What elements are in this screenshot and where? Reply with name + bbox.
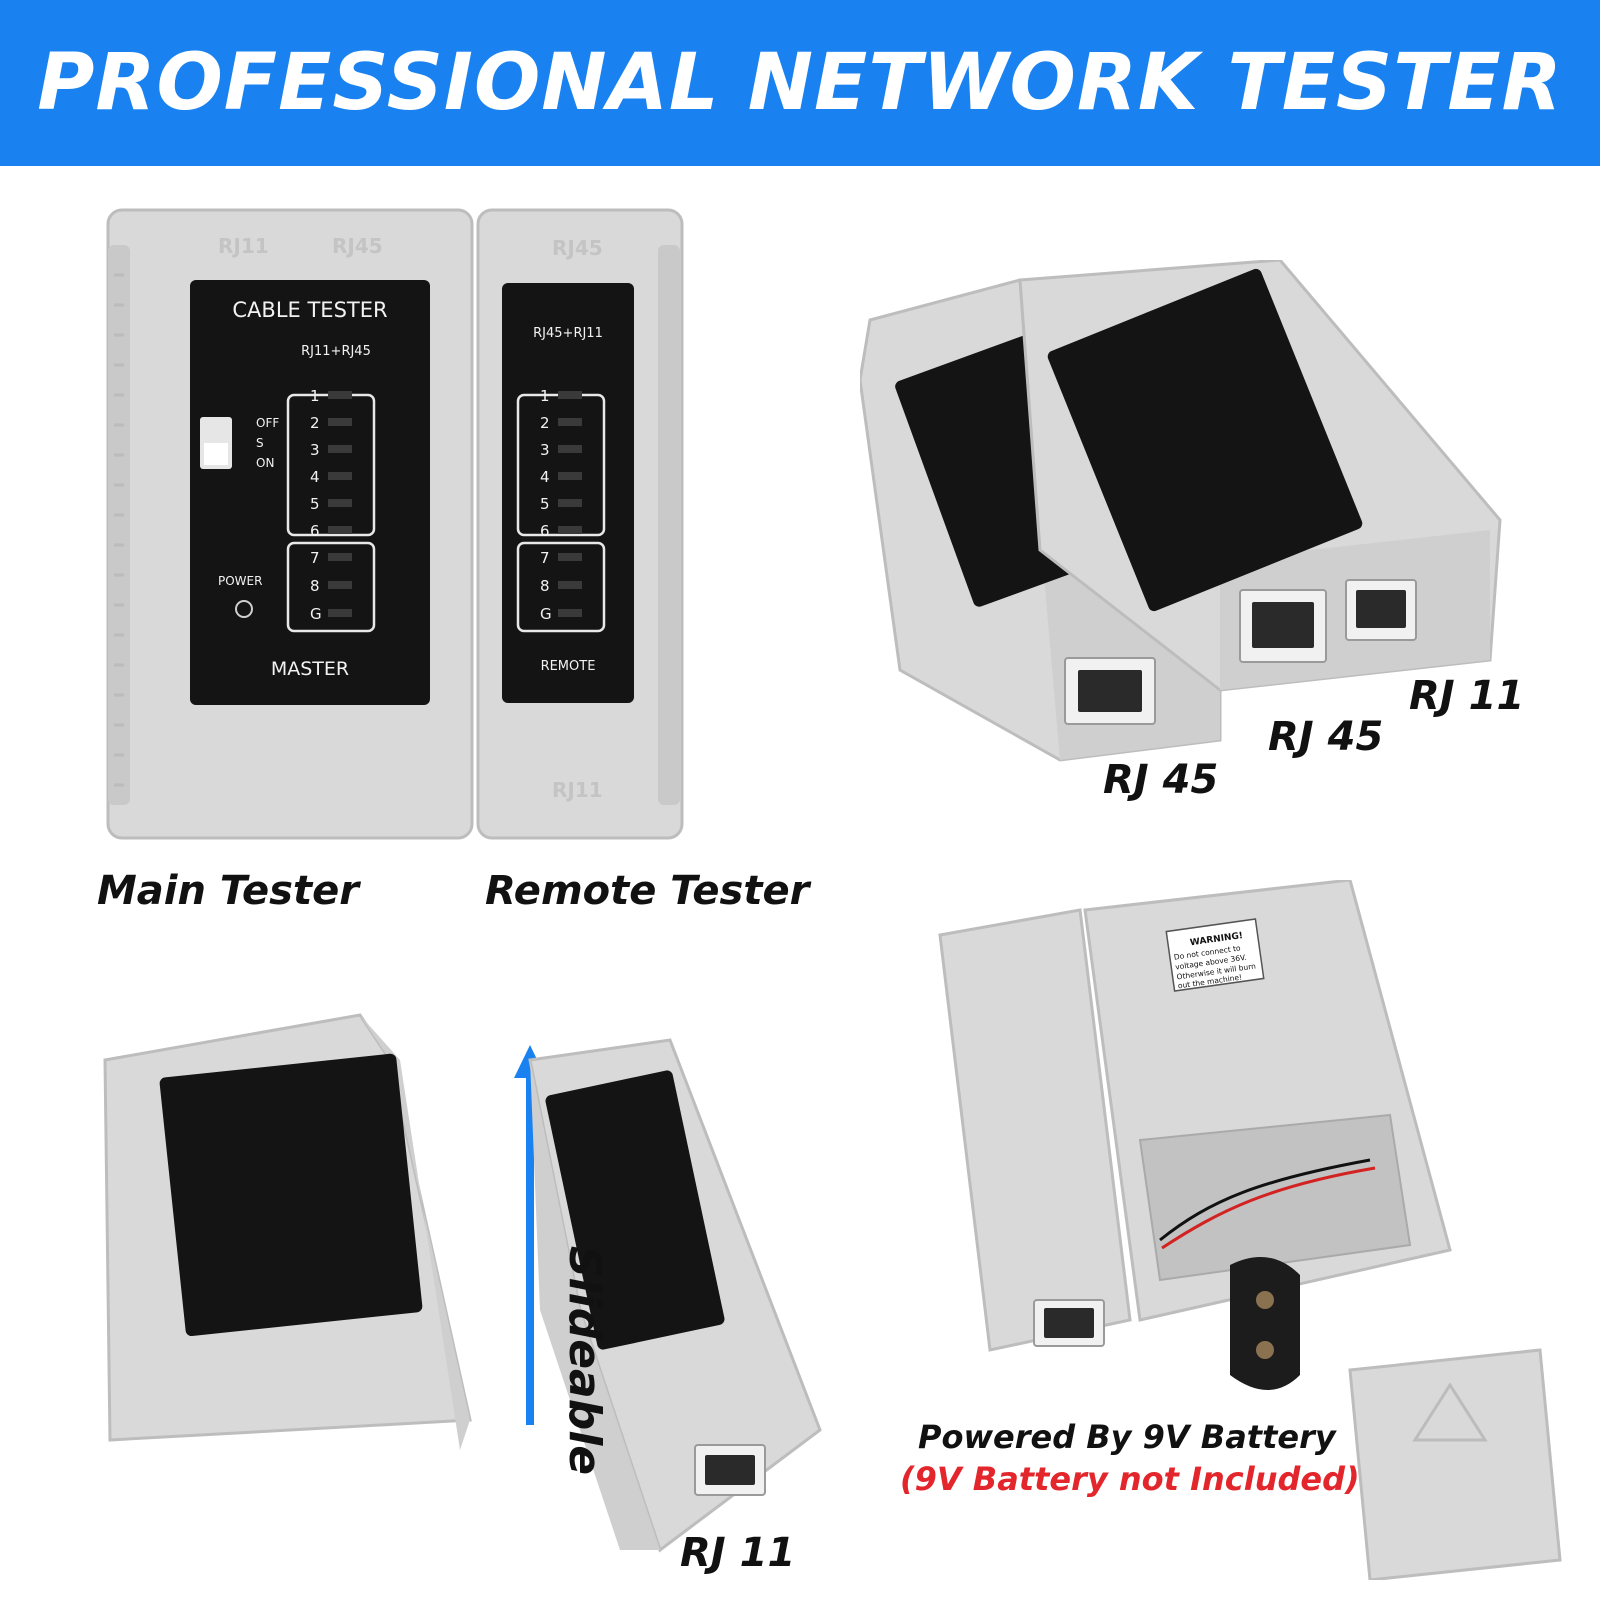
svg-text:5: 5 <box>540 495 550 513</box>
emboss-rj11: RJ11 <box>218 234 269 258</box>
caption-remote-tester: Remote Tester <box>485 868 810 914</box>
master-panel-title: CABLE TESTER <box>232 298 387 322</box>
power-label: POWER <box>218 574 262 588</box>
svg-text:3: 3 <box>540 441 550 459</box>
master-panel-subtitle: RJ11+RJ45 <box>301 344 371 359</box>
svg-text:6: 6 <box>310 522 320 540</box>
remote-panel-footer: REMOTE <box>541 659 596 674</box>
master-panel <box>190 280 430 705</box>
caption-rj11-bottom: RJ 11 <box>680 1530 796 1576</box>
svg-text:8: 8 <box>540 577 550 595</box>
svg-text:4: 4 <box>310 468 320 486</box>
master-rj45-port <box>1252 602 1314 648</box>
master-panel-footer: MASTER <box>271 658 349 680</box>
remote-panel <box>502 283 634 703</box>
caption-battery-powered: Powered By 9V Battery <box>918 1418 1336 1456</box>
master-led-list: 1 2 3 4 5 6 7 8 G <box>310 387 352 623</box>
caption-rj11-master: RJ 11 <box>1409 673 1525 719</box>
remote-panel-subtitle: RJ45+RJ11 <box>533 326 603 341</box>
svg-text:4: 4 <box>540 468 550 486</box>
svg-text:G: G <box>310 605 322 623</box>
svg-text:1: 1 <box>310 387 320 405</box>
front-view-photo: RJ11 RJ45 CABLE TESTER RJ11+RJ45 OFF S O… <box>106 208 684 840</box>
remote-rj11-port <box>705 1455 755 1485</box>
power-led-icon <box>235 600 253 618</box>
emboss-rj45: RJ45 <box>332 234 383 258</box>
title-banner: PROFESSIONAL NETWORK TESTER <box>0 0 1600 166</box>
master-rj11-port <box>1356 590 1406 628</box>
emboss-remote-rj45: RJ45 <box>552 236 603 260</box>
caption-rj45-master: RJ 45 <box>1268 714 1384 760</box>
svg-text:7: 7 <box>540 549 550 567</box>
svg-text:5: 5 <box>310 495 320 513</box>
svg-text:1: 1 <box>540 387 550 405</box>
slide-view-photo <box>103 1013 822 1553</box>
emboss-remote-rj11: RJ11 <box>552 778 603 802</box>
svg-text:8: 8 <box>310 577 320 595</box>
switch-s-label: S <box>256 436 264 450</box>
switch-off-label: OFF <box>256 416 279 430</box>
svg-text:G: G <box>540 605 552 623</box>
battery-clip-icon <box>1230 1257 1300 1390</box>
caption-main-tester: Main Tester <box>97 868 359 914</box>
svg-text:2: 2 <box>310 414 320 432</box>
caption-battery-note: (9V Battery not Included) <box>900 1460 1360 1498</box>
svg-text:3: 3 <box>310 441 320 459</box>
switch-on-label: ON <box>256 456 274 470</box>
caption-slideable: Slideable <box>559 1245 611 1476</box>
svg-text:6: 6 <box>540 522 550 540</box>
remote-rj45-port <box>1078 670 1142 712</box>
port-view-photo <box>860 260 1502 762</box>
remote-led-list: 1 2 3 4 5 6 7 8 G <box>540 387 582 623</box>
warning-label <box>1165 918 1265 992</box>
banner-title: PROFESSIONAL NETWORK TESTER <box>37 38 1563 128</box>
master-ridges <box>114 273 124 787</box>
svg-text:7: 7 <box>310 549 320 567</box>
svg-text:2: 2 <box>540 414 550 432</box>
battery-view-photo: WARNING! Do not connect to voltage above… <box>938 880 1562 1580</box>
caption-rj45-remote: RJ 45 <box>1103 757 1219 803</box>
